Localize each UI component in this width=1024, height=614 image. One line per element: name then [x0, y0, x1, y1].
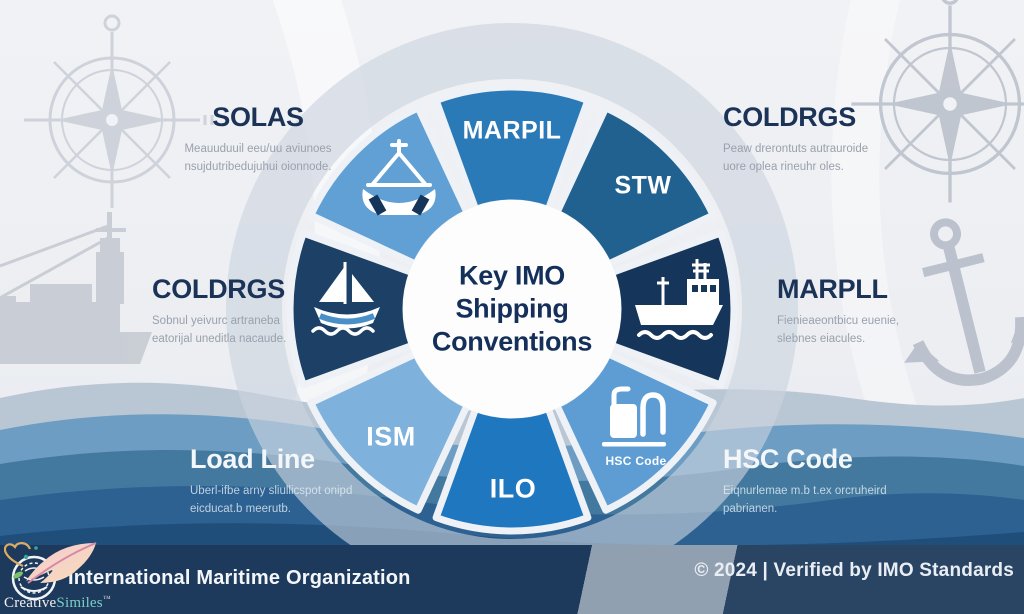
- footer-organization-text: International Maritime Organization: [68, 566, 411, 589]
- segment-label-ism: ISM: [366, 421, 416, 452]
- callout-desc: Meauuduuil eeu/uu aviunoes: [184, 143, 332, 155]
- feather-quill-icon: [3, 542, 97, 584]
- wheel-title-line: Conventions: [431, 326, 593, 357]
- callout-marpll: MARPLL Fienieaeontbicu euenie, slebnes e…: [777, 274, 1024, 349]
- anchor-silhouette: [904, 218, 1024, 386]
- cargo-ship-icon: [635, 259, 723, 340]
- callout-title: Load Line: [190, 444, 315, 474]
- segment-label-hsc-code: HSC Code: [605, 454, 667, 468]
- callout-title: COLDRGS: [152, 274, 285, 304]
- fuel-pump-icon: [602, 386, 666, 447]
- callout-desc: Eiqnurlemae m.b t.ex orcruheird: [723, 485, 887, 497]
- container-ship-silhouette: [0, 212, 152, 364]
- callout-desc: Fienieaeontbicu euenie,: [777, 315, 900, 327]
- callout-desc: nsujdutribedujuhui oionnode.: [184, 161, 332, 174]
- footer-bar: International Maritime Organization © 20…: [0, 545, 1024, 614]
- sailboat-icon: [311, 262, 380, 336]
- callout-title: SOLAS: [212, 102, 304, 132]
- callout-hsc-code: HSC Code Eiqnurlemae m.b t.ex orcruheird…: [723, 444, 973, 519]
- watermark-part2: Similes: [56, 595, 103, 611]
- callout-desc: eatorijal uneditla nacaude.: [152, 333, 287, 346]
- callout-desc: Uberl-ifbe arny sliullicspot onipd: [190, 485, 353, 497]
- callout-desc: Peaw drerontuts autrauroide: [723, 143, 869, 155]
- wheel-title-line: Key IMO: [459, 260, 565, 291]
- callout-coldrgs-left: COLDRGS Sobnul yeivurc artraneba eatorij…: [152, 274, 402, 349]
- lifeboat-davit-icon: [362, 139, 436, 216]
- callout-desc: slebnes eiacules.: [777, 333, 866, 346]
- callout-title: COLDRGS: [723, 102, 856, 132]
- watermark-trademark: ™: [102, 594, 111, 603]
- wheel-title-line: Shipping: [455, 293, 569, 324]
- segment-label-marpil: MARPIL: [462, 116, 562, 145]
- callout-load-line: Load Line Uberl-ifbe arny sliullicspot o…: [190, 444, 440, 519]
- wheel-hub: [403, 200, 621, 418]
- callout-desc: uore oplea rineuhr oles.: [723, 161, 844, 174]
- callout-title: HSC Code: [723, 444, 853, 474]
- callout-desc: Sobnul yeivurc artraneba: [152, 315, 280, 327]
- segment-label-ilo: ILO: [489, 473, 537, 504]
- callout-solas: SOLAS Meauuduuil eeu/uu aviunoes nsujdut…: [138, 102, 378, 177]
- creativesimiles-watermark: CreativeSimiles™: [3, 539, 154, 612]
- callout-coldrgs-top-right: COLDRGS Peaw drerontuts autrauroide uore…: [723, 102, 973, 177]
- callout-desc: pabrianen.: [723, 503, 778, 516]
- callout-title: MARPLL: [777, 274, 888, 304]
- callout-desc: eicducat.b meerutb.: [190, 503, 292, 516]
- wheel-title: Key IMO Shipping Conventions: [412, 260, 612, 359]
- watermark-text: CreativeSimiles™: [4, 594, 154, 612]
- segment-label-stw: STW: [614, 171, 672, 200]
- footer-copyright-text: © 2024 | Verified by IMO Standards: [694, 560, 1014, 581]
- watermark-part1: Creative: [4, 595, 57, 611]
